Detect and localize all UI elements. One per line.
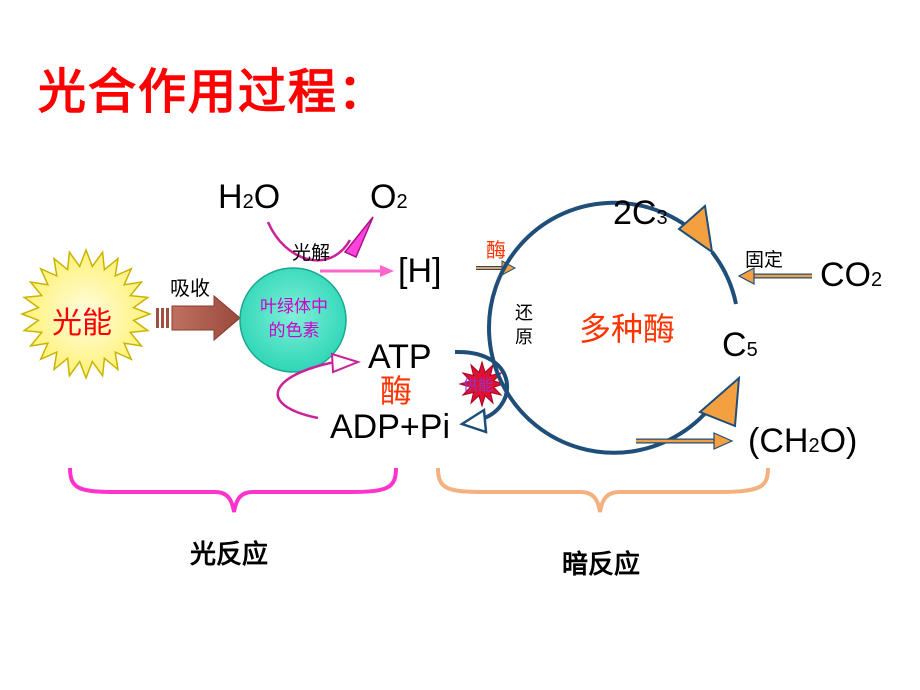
photolysis-label: 光解	[292, 242, 331, 264]
adp-label: ADP+Pi	[330, 408, 450, 446]
pigment-circle	[239, 267, 347, 373]
c3-formula: 2C3	[613, 194, 668, 233]
water-main: H	[218, 178, 243, 216]
ch2o-main: (CH	[748, 422, 809, 460]
energy-badge-label: 供能	[463, 376, 494, 394]
photolysis-arrow	[266, 216, 374, 262]
water-tail: O	[253, 178, 281, 216]
many-enzymes-label: 多种酶	[579, 310, 676, 348]
cycle-arrowhead-top	[677, 204, 714, 255]
c5-sub: 5	[746, 339, 758, 361]
hydrogen-arrow	[320, 265, 394, 277]
ch2o-sub: 2	[808, 435, 820, 457]
hydrogen-label: [H]	[398, 252, 442, 290]
co2-formula: CO2	[820, 256, 882, 295]
fixation-label: 固定	[745, 249, 784, 271]
ch2o-tail: O)	[819, 422, 858, 460]
absorb-label: 吸收	[170, 276, 210, 300]
water-formula: H2O	[218, 178, 280, 217]
page-title: 光合作用过程：	[38, 64, 389, 120]
oxygen-main: O	[370, 178, 397, 216]
ch2o-output-arrow	[636, 432, 734, 450]
c3-sub: 3	[656, 207, 668, 229]
reduction-line2: 原	[515, 327, 533, 348]
light-energy-label: 光能	[52, 306, 112, 341]
co2-sub: 2	[871, 269, 883, 291]
absorb-arrow	[156, 294, 241, 342]
sun-burst	[19, 247, 153, 381]
c5-main: C	[722, 326, 747, 364]
water-sub: 2	[242, 191, 254, 213]
co2-main: CO	[820, 256, 871, 294]
calvin-cycle-ring	[487, 200, 718, 455]
enzyme-small-label: 酶	[486, 238, 506, 262]
reduction-line1: 还	[515, 303, 533, 324]
energy-supply-arrow	[454, 349, 510, 434]
oxygen-sub: 2	[396, 191, 408, 213]
light-reaction-brace	[68, 467, 398, 513]
enzyme-big-label: 酶	[380, 372, 413, 410]
oxygen-formula: O2	[370, 178, 408, 217]
dark-reaction-label: 暗反应	[562, 550, 641, 580]
co2-fixation-arrow	[737, 267, 812, 285]
pigment-label-line1: 叶绿体中	[260, 297, 328, 317]
c3-main: 2C	[613, 194, 657, 232]
pigment-label: 叶绿体中 的色素	[249, 295, 339, 343]
dark-reaction-brace	[436, 467, 770, 513]
energy-star	[458, 360, 506, 408]
ch2o-formula: (CH2O)	[748, 422, 857, 461]
atp-synthesis-arrow	[276, 352, 362, 420]
light-reaction-label: 光反应	[190, 540, 269, 570]
atp-label: ATP	[368, 338, 432, 376]
pigment-label-line2: 的色素	[268, 321, 320, 341]
c5-formula: C5	[722, 326, 758, 365]
reduction-label: 还 原	[515, 302, 533, 350]
cycle-arrowhead-bottom	[698, 375, 741, 428]
